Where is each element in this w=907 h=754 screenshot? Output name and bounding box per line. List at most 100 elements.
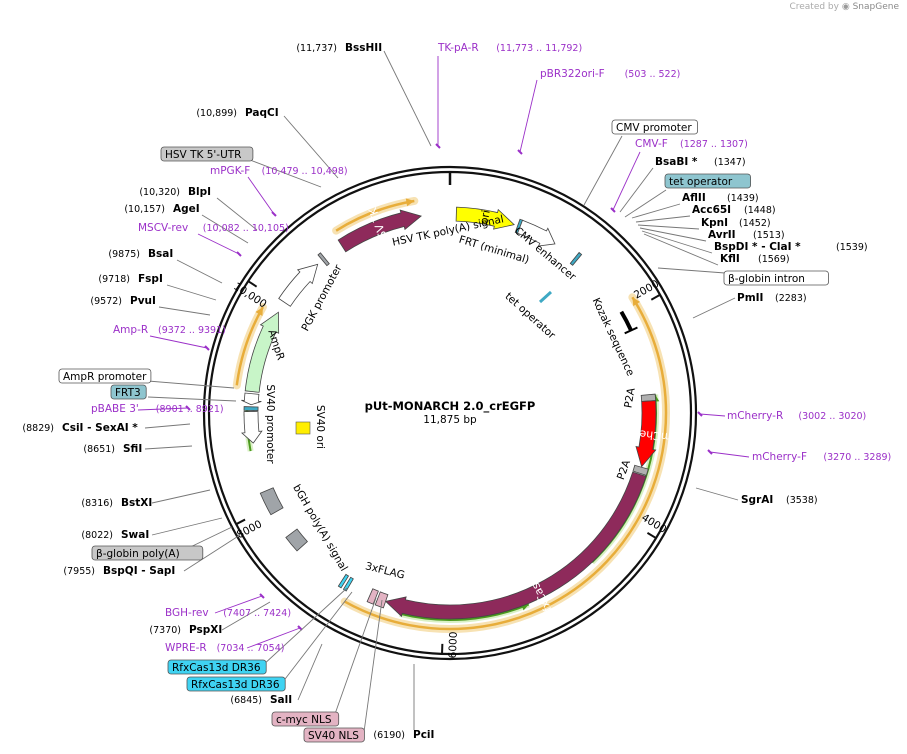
feature-hsv-tk[interactable] [337,209,422,253]
site-label-avrii[interactable]: AvrII(1513) [708,229,785,241]
feature-kozak-sequence[interactable] [619,310,633,332]
site-label-agei[interactable]: (10,157)AgeI [124,203,199,215]
site-label-globin-intron[interactable]: β-globin intron [723,270,829,286]
feature-p2a-bottom[interactable] [632,464,649,476]
site-label-kfli[interactable]: KflI(1569) [720,253,790,265]
feature-label-text: CMV promoter [616,122,692,134]
ruler-tick [650,293,661,301]
site-label-mscv-rev[interactable]: MSCV-rev(10,082 .. 10,105) [138,222,289,234]
site-label-pmii[interactable]: PmII(2283) [737,292,807,304]
site-label-amp-r[interactable]: Amp-R(9372 .. 9391) [113,324,226,336]
site-label-frt3[interactable]: FRT3 [110,384,147,400]
label-leader [699,413,726,417]
primer-name: TK-pA-R [437,42,479,54]
feature-mcherry[interactable] [635,400,657,468]
site-label-bspqi-sapi[interactable]: (7955)BspQI - SapI [63,565,175,577]
primer-position: (10,082 .. 10,105) [203,223,289,234]
site-label-kpni[interactable]: KpnI(1452) [701,217,771,229]
primer-name: BGH-rev [165,607,209,619]
label-leader [363,599,383,733]
site-label-cmv-promoter[interactable]: CMV promoter [611,119,698,135]
site-label-aflii[interactable]: AflII(1439) [682,192,759,204]
site-label-bgh-rev[interactable]: BGH-rev (7407 .. 7424) [165,607,291,619]
primer-position: (503 .. 522) [625,69,681,80]
site-label-rfxcas13d-dr36[interactable]: RfxCas13d DR36 [186,676,286,692]
feature-pgk-promoter[interactable] [278,263,319,307]
label-layer[interactable]: (11,737)BssHII TK-pA-R(11,773 .. 11,792) p… [22,42,891,743]
primer-position: (10,479 .. 10,498) [262,166,348,177]
feature-frt3-box[interactable] [243,406,259,411]
site-label-fspi[interactable]: (9718)FspI [98,273,162,285]
site-label-rfxcas13d-dr36[interactable]: RfxCas13d DR36 [167,659,267,675]
site-label-mcherry-f[interactable]: mCherry-F(3270 .. 3289) [752,451,891,463]
site-label-paqci[interactable]: (10,899)PaqCI [196,107,278,119]
feature-dr36-a[interactable] [342,576,354,592]
site-label-sv40-nls[interactable]: SV40 NLS [303,727,365,743]
site-label-bstxi[interactable]: (8316)BstXI [81,497,152,509]
feature-bgh-b[interactable] [259,487,284,516]
site-label-tet-operator[interactable]: tet operator [664,173,751,189]
feature-bgh-a[interactable] [285,528,308,552]
feature-ori[interactable] [455,206,515,230]
inner-label-p2a: P2A [622,386,637,409]
inner-label-sv40-promoter: SV40 promoter [264,384,276,464]
primer-position: (7407 .. 7424) [223,608,291,619]
primer-position: (1287 .. 1307) [680,139,748,150]
site-label-mpgk-f[interactable]: mPGK-F(10,479 .. 10,498) [210,165,348,177]
label-leader [283,115,339,179]
backbone-inner-ring [207,170,693,656]
label-leader [147,380,235,389]
site-name: KflI [720,253,740,265]
site-position: (1539) [836,242,868,253]
site-label-pvui[interactable]: (9572)PvuI [90,295,156,307]
site-name: KpnI [701,217,728,229]
site-label-sfii[interactable]: (8651)SfiI [83,443,142,455]
site-position: (8022) [81,530,113,541]
feature-dr36-b[interactable] [337,573,350,589]
primer-site-mark [517,149,523,155]
site-position: (1448) [744,205,776,216]
site-label-pbr322ori-f[interactable]: pBR322ori-F(503 .. 522) [540,68,680,80]
site-label-pspxi[interactable]: (7370)PspXI [149,624,222,636]
feature-cmv-dot[interactable] [569,251,583,266]
feature-label-box [167,659,267,675]
label-leader [151,517,223,536]
feature-sv40-promoter[interactable] [241,411,263,444]
site-label-ampr-promoter[interactable]: AmpR promoter [58,368,152,384]
site-label-acc65i[interactable]: Acc65I(1448) [692,204,776,216]
label-leader [334,597,377,715]
site-label-cmv-f[interactable]: CMV-F(1287 .. 1307) [635,138,748,150]
site-label-sali[interactable]: (6845)SalI [230,694,292,706]
feature-sv40-nls-myc-box[interactable] [366,588,379,605]
site-label-swai[interactable]: (8022)SwaI [81,529,149,541]
site-position: (6190) [373,730,405,741]
site-label-globin-poly-a[interactable]: β-globin poly(A) [91,545,204,561]
orf-arc [344,296,668,631]
label-leader [624,189,667,218]
site-label-wpre-r[interactable]: WPRE-R(7034 .. 7054) [165,642,284,654]
feature-ampr-promoter[interactable] [241,392,262,406]
site-label-bspdi-clai[interactable]: BspDI * - ClaI *(1539) [714,241,868,253]
site-label-tk-pa-r[interactable]: TK-pA-R(11,773 .. 11,792) [437,42,582,54]
site-label-mcherry-r[interactable]: mCherry-R(3002 .. 3020) [727,410,866,422]
feature-label-text: β-globin intron [728,273,805,285]
site-label-bsshii[interactable]: (11,737)BssHII [296,42,382,54]
feature-pgk-box[interactable] [317,252,330,267]
feature-label-box [91,545,204,561]
site-label-bsabi[interactable]: BsaBI *(1347) [655,156,746,168]
site-label-csii-sexai[interactable]: (8829)CsiI - SexAI * [22,422,138,434]
feature-cmv-enhancer[interactable] [517,219,556,247]
site-label-hsv-tk-5-utr[interactable]: HSV TK 5'-UTR [160,146,254,162]
site-label-sgrai[interactable]: SgrAI(3538) [741,494,818,506]
site-label-blpi[interactable]: (10,320)BlpI [139,186,211,198]
site-label-bsai[interactable]: (9875)BsaI [108,248,173,260]
label-leader [144,445,193,450]
sv40-ori-box[interactable] [295,421,311,435]
plasmid-size: 11,875 bp [423,414,477,426]
site-label-pbabe-3[interactable]: pBABE 3'(8901 .. 8921) [91,403,224,415]
feature-ampr[interactable] [244,311,280,393]
site-label-c-myc-nls[interactable]: c-myc NLS [271,711,340,727]
site-label-pcii[interactable]: (6190)PciI [373,729,434,741]
label-leader [201,214,249,244]
